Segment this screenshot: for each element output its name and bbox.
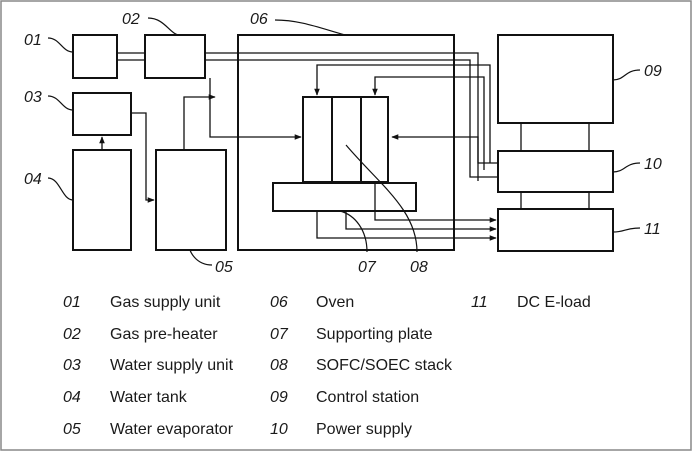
water-supply-unit-box [72, 92, 132, 136]
control-station-box [497, 34, 614, 124]
legend-label: Supporting plate [316, 326, 433, 343]
callout-09: 09 [644, 63, 662, 80]
legend-number: 05 [63, 421, 81, 438]
legend-label: Water tank [110, 389, 188, 406]
leader-11 [612, 227, 641, 233]
legend-label: Power supply [316, 421, 412, 438]
callout-07: 07 [358, 259, 377, 276]
legend-number: 04 [63, 389, 81, 406]
water-to-evaporator-arrow [131, 112, 155, 203]
legend-label: DC E-load [517, 294, 591, 311]
steam-to-oven-arrow [183, 94, 216, 150]
legend-label: Control station [316, 389, 419, 406]
leader-04 [47, 177, 74, 201]
legend-number: 02 [63, 326, 81, 343]
leader-10 [612, 162, 641, 173]
legend-number: 01 [63, 294, 81, 311]
legend-label: Gas pre-heater [110, 326, 218, 343]
water-evaporator-box [155, 149, 227, 251]
power-supply-box [497, 150, 614, 193]
callout-11: 11 [644, 221, 661, 238]
power-to-stack-arrow [314, 64, 491, 163]
callout-08: 08 [410, 259, 428, 276]
leader-05 [189, 249, 213, 266]
power-to-stack-arrow [372, 76, 485, 170]
gas-supply-unit-box [72, 34, 118, 79]
callout-01: 01 [24, 32, 42, 49]
sofc-soec-stack-box [302, 96, 389, 183]
callout-05: 05 [215, 259, 233, 276]
gas-to-stack-arrow [209, 78, 302, 140]
legend-number: 07 [270, 326, 289, 343]
preheater-power-line [205, 52, 498, 164]
callout-06: 06 [250, 11, 268, 28]
gas-pre-heater-box [144, 34, 206, 79]
legend-label: SOFC/SOEC stack [316, 357, 453, 374]
water-tank-box [72, 149, 132, 251]
legend-label: Oven [316, 294, 354, 311]
legend-number: 11 [471, 294, 488, 311]
supporting-plate-box [272, 182, 417, 212]
legend-number: 08 [270, 357, 288, 374]
legend-label: Water supply unit [110, 357, 234, 374]
callout-03: 03 [24, 89, 42, 106]
stack-to-eload-arrow [345, 211, 497, 232]
legend-label: Water evaporator [110, 421, 234, 438]
leader-08 [345, 144, 418, 253]
legend-number: 03 [63, 357, 81, 374]
callout-02: 02 [122, 11, 140, 28]
callout-04: 04 [24, 171, 42, 188]
stack-to-eload-arrow [374, 182, 497, 223]
preheater-power-line [205, 59, 498, 178]
legend-number: 09 [270, 389, 288, 406]
power-to-stack-arrow [391, 134, 479, 181]
legend: 01 Gas supply unit 02 Gas pre-heater 03 … [63, 294, 591, 438]
stack-to-eload-arrow [316, 211, 497, 241]
leader-02 [147, 17, 181, 36]
leader-09 [612, 69, 641, 81]
legend-label: Gas supply unit [110, 294, 221, 311]
legend-number: 10 [270, 421, 288, 438]
dc-e-load-box [497, 208, 614, 252]
leader-03 [47, 95, 74, 111]
leader-07 [339, 210, 368, 253]
leader-01 [47, 37, 74, 53]
leader-06 [274, 19, 346, 36]
legend-number: 06 [270, 294, 288, 311]
callout-10: 10 [644, 156, 662, 173]
